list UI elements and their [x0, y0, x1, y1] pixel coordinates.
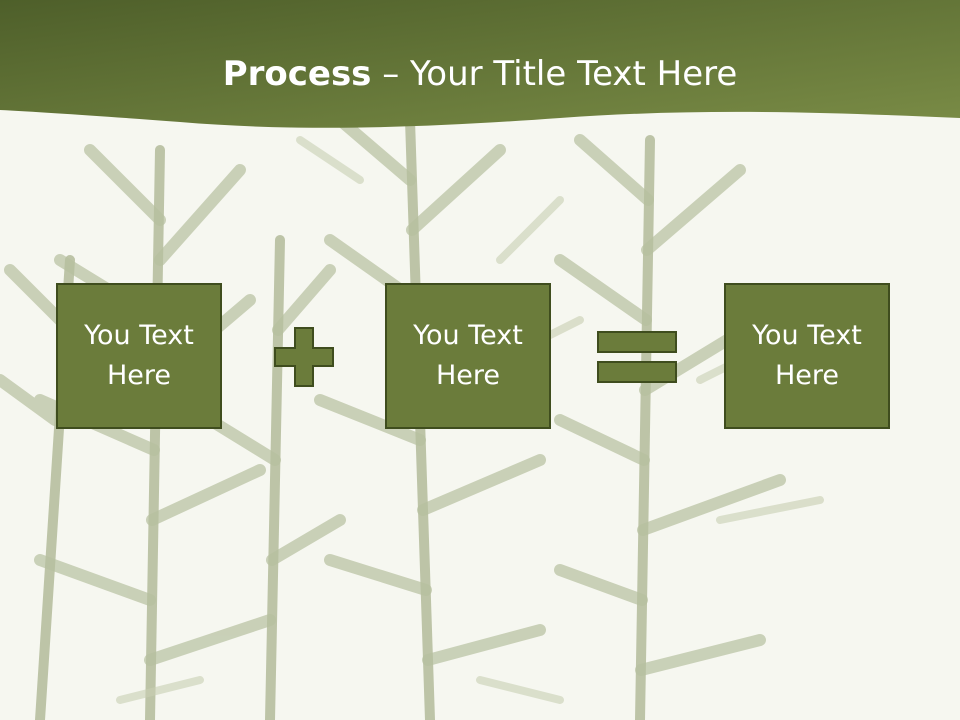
text-box-2-label: You Text Here [413, 320, 523, 391]
title-rest-text: – Your Title Text Here [371, 54, 738, 94]
text-box-3-label: You Text Here [752, 320, 862, 391]
title-bold-text: Process [222, 54, 372, 94]
header-band [0, 0, 960, 128]
text-box-2[interactable]: You Text Here [385, 283, 551, 429]
equals-icon [597, 331, 677, 383]
text-box-1-label: You Text Here [84, 320, 194, 391]
text-box-1[interactable]: You Text Here [56, 283, 222, 429]
plus-icon [274, 327, 334, 387]
text-box-3[interactable]: You Text Here [724, 283, 890, 429]
slide-title: Process – Your Title Text Here [0, 52, 960, 96]
